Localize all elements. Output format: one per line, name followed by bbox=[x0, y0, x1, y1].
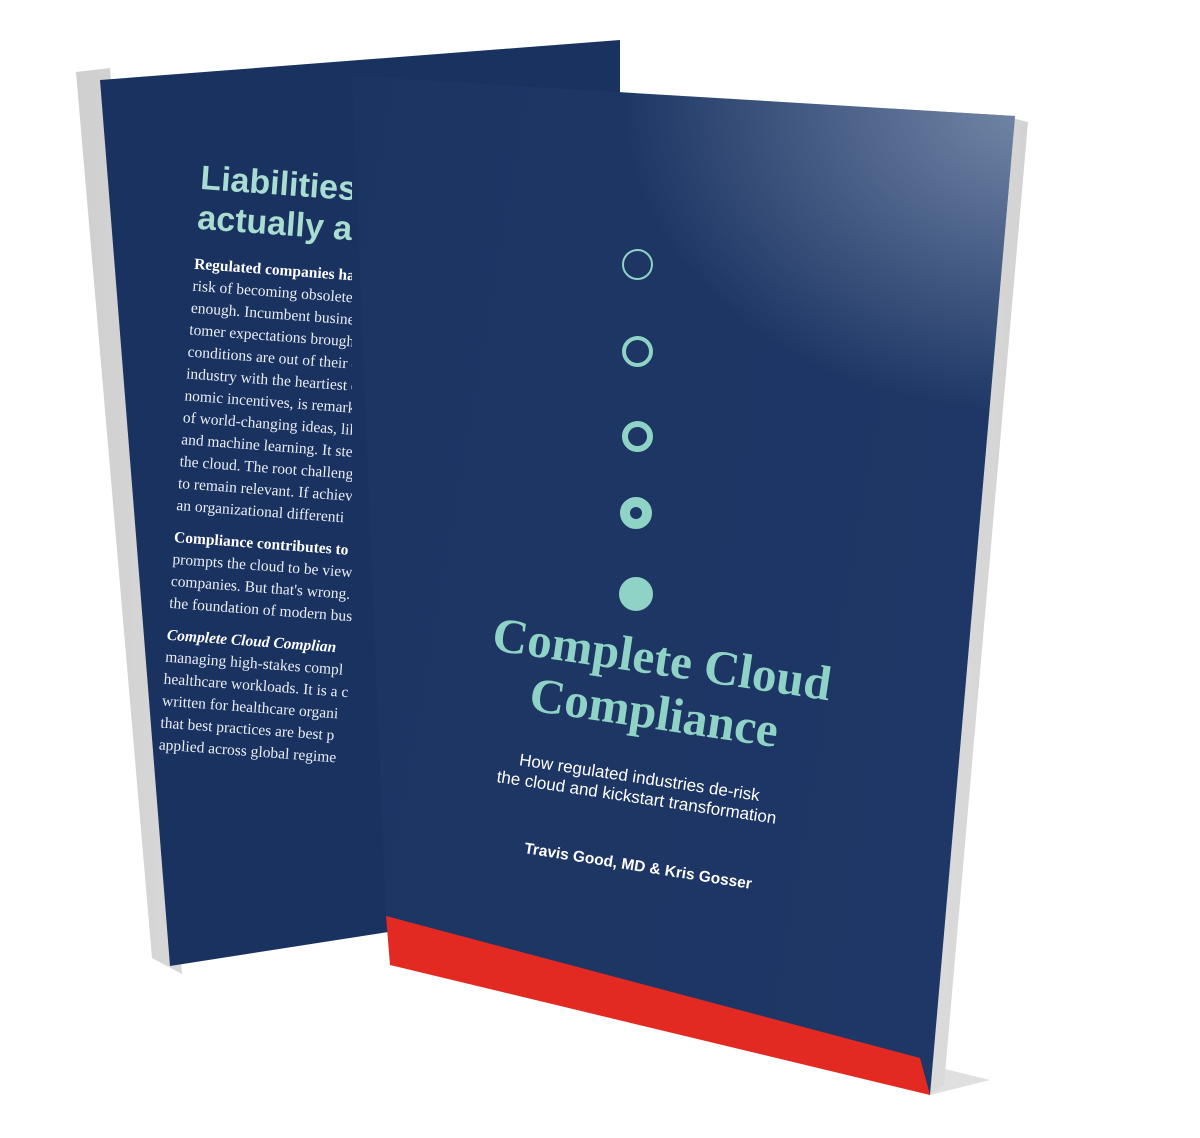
outline-circle-icon bbox=[622, 336, 653, 367]
outline-circle-icon bbox=[622, 249, 653, 280]
cover-title: Complete Cloud Compliance bbox=[442, 602, 873, 771]
filled-circle-icon bbox=[619, 577, 653, 611]
cover-authors: Travis Good, MD & Kris Gosser bbox=[523, 840, 753, 893]
cover-subtitle: How regulated industries de-risk the clo… bbox=[467, 743, 809, 833]
thick-ring-circle-icon bbox=[620, 497, 652, 529]
ring-circle-icon bbox=[622, 421, 653, 452]
